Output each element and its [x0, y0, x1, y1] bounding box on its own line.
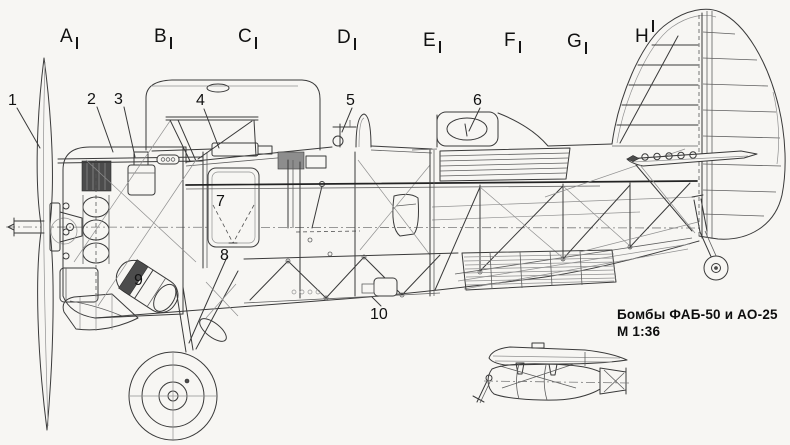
- oil-tank: [115, 259, 179, 314]
- horizontal-stabilizer: [626, 150, 758, 234]
- callout-4: 4: [196, 92, 205, 109]
- callout-1: 1: [8, 92, 17, 109]
- section-marker-c: C: [238, 26, 257, 49]
- stringer-panel: [439, 147, 571, 182]
- section-marker-g: G: [567, 31, 587, 54]
- forward-deck-and-gun: [73, 116, 333, 307]
- callout-3: 3: [114, 91, 123, 108]
- lower-wing-structure: [243, 249, 617, 304]
- landing-gear: [128, 256, 239, 441]
- section-marker-e: E: [423, 30, 441, 53]
- propeller-hub: [7, 202, 83, 252]
- callout-10: 10: [370, 306, 388, 323]
- section-letter: G: [567, 31, 582, 52]
- centerline: [5, 226, 701, 229]
- section-marker-a: A: [60, 26, 78, 49]
- section-marker-f: F: [504, 30, 521, 53]
- section-tick: [518, 41, 521, 53]
- callout-2: 2: [87, 91, 96, 108]
- callout-9: 9: [134, 272, 143, 289]
- callout-leaders: [16, 106, 481, 307]
- section-letter: F: [504, 30, 516, 51]
- section-tick: [438, 41, 441, 53]
- section-tick: [75, 37, 78, 49]
- section-marker-h: H: [635, 20, 654, 48]
- callout-6: 6: [473, 92, 482, 109]
- caption-line-2: М 1:36: [617, 324, 661, 340]
- headrest-fairing: [411, 111, 613, 151]
- tail-fin: [611, 8, 786, 240]
- upper-wing-centre-section: [145, 79, 321, 151]
- section-letter: A: [60, 26, 73, 47]
- section-tick: [254, 37, 257, 49]
- bomb-detail: [472, 342, 632, 404]
- tail-wheel: [579, 194, 729, 281]
- caption-line-1: Бомбы ФАБ-50 и АО-25: [617, 307, 778, 322]
- section-marker-d: D: [337, 27, 356, 50]
- caption: Бомбы ФАБ-50 и АО-25 М 1:36: [617, 306, 778, 341]
- fuel-tank: [207, 167, 260, 248]
- callout-8: 8: [220, 247, 229, 264]
- section-letter: C: [238, 26, 252, 47]
- section-letter: B: [154, 26, 167, 47]
- section-letter: D: [337, 27, 351, 48]
- section-tick: [353, 38, 356, 50]
- fuselage-truss: [94, 148, 700, 319]
- propeller: [36, 57, 54, 431]
- section-tick: [651, 20, 654, 32]
- cockpit: [287, 113, 433, 299]
- section-letter: E: [423, 30, 436, 51]
- callout-7: 7: [216, 193, 225, 210]
- callout-5: 5: [346, 92, 355, 109]
- lower-wing-root: [62, 293, 139, 331]
- section-letter: H: [635, 26, 649, 47]
- section-marker-b: B: [154, 26, 172, 49]
- section-tick: [169, 37, 172, 49]
- section-tick: [584, 42, 587, 54]
